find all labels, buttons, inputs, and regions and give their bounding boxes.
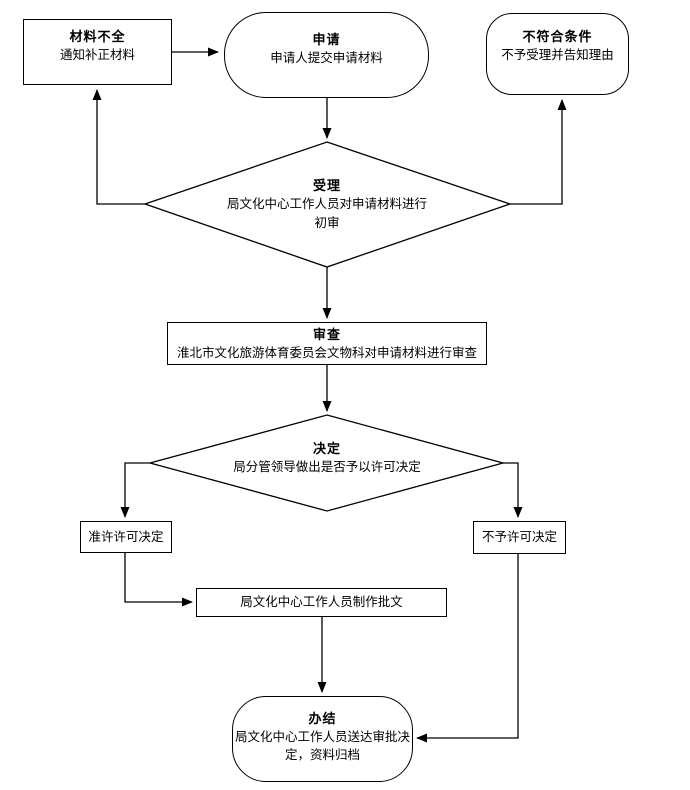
node-incomplete-materials-text: 通知补正材料 [59,48,135,62]
node-decision-title: 决定 [312,441,341,456]
connector-accept-to-incomplete [92,89,145,205]
connector-decision-to-deny [503,462,523,518]
node-review: 审查 淮北市文化旅游体育委员会文物科对申请材料进行审查 [167,322,487,365]
node-accept: 受理 局文化中心工作人员对申请材料进行 初审 [167,176,487,233]
node-review-text: 淮北市文化旅游体育委员会文物科对申请材料进行审查 [176,346,477,360]
node-make-document: 局文化中心工作人员制作批文 [196,588,447,617]
decision-diamond-shape [147,414,506,512]
node-incomplete-materials-title: 材料不全 [69,29,126,44]
node-complete: 办结 局文化中心工作人员送达审批决 定，资料归档 [232,696,413,782]
node-accept-text-line2: 初审 [314,216,340,230]
node-approve-decision: 准许许可决定 [80,521,172,553]
node-complete-title: 办结 [308,711,337,726]
node-not-qualified-title: 不符合条件 [522,29,593,44]
connector-decision-to-approve [120,462,150,518]
node-apply-text: 申请人提交申请材料 [270,51,383,65]
node-make-document-label: 局文化中心工作人员制作批文 [240,595,403,609]
connector-approve-to-make-document [124,553,193,607]
connector-accept-to-not-qualified [510,99,567,205]
node-deny-decision-label: 不予许可决定 [481,530,557,544]
accept-diamond-shape [142,141,513,268]
node-not-qualified-text: 不予受理并告知理由 [501,48,614,62]
node-complete-text-line2: 定，资料归档 [284,748,360,762]
node-accept-title: 受理 [312,178,341,193]
node-apply: 申请 申请人提交申请材料 [224,12,429,98]
node-review-title: 审查 [312,327,341,342]
connector-deny-to-complete [416,554,519,743]
node-incomplete-materials: 材料不全 通知补正材料 [23,19,172,85]
node-deny-decision: 不予许可决定 [473,521,566,554]
node-accept-text-line1: 局文化中心工作人员对申请材料进行 [226,197,427,211]
node-complete-text-line1: 局文化中心工作人员送达审批决 [234,730,410,744]
node-approve-decision-label: 准许许可决定 [88,529,164,544]
node-decision: 决定 局分管领导做出是否予以许可决定 [207,440,447,476]
node-apply-title: 申请 [312,32,341,47]
node-not-qualified: 不符合条件 不予受理并告知理由 [486,13,629,95]
node-decision-text: 局分管领导做出是否予以许可决定 [233,460,421,474]
